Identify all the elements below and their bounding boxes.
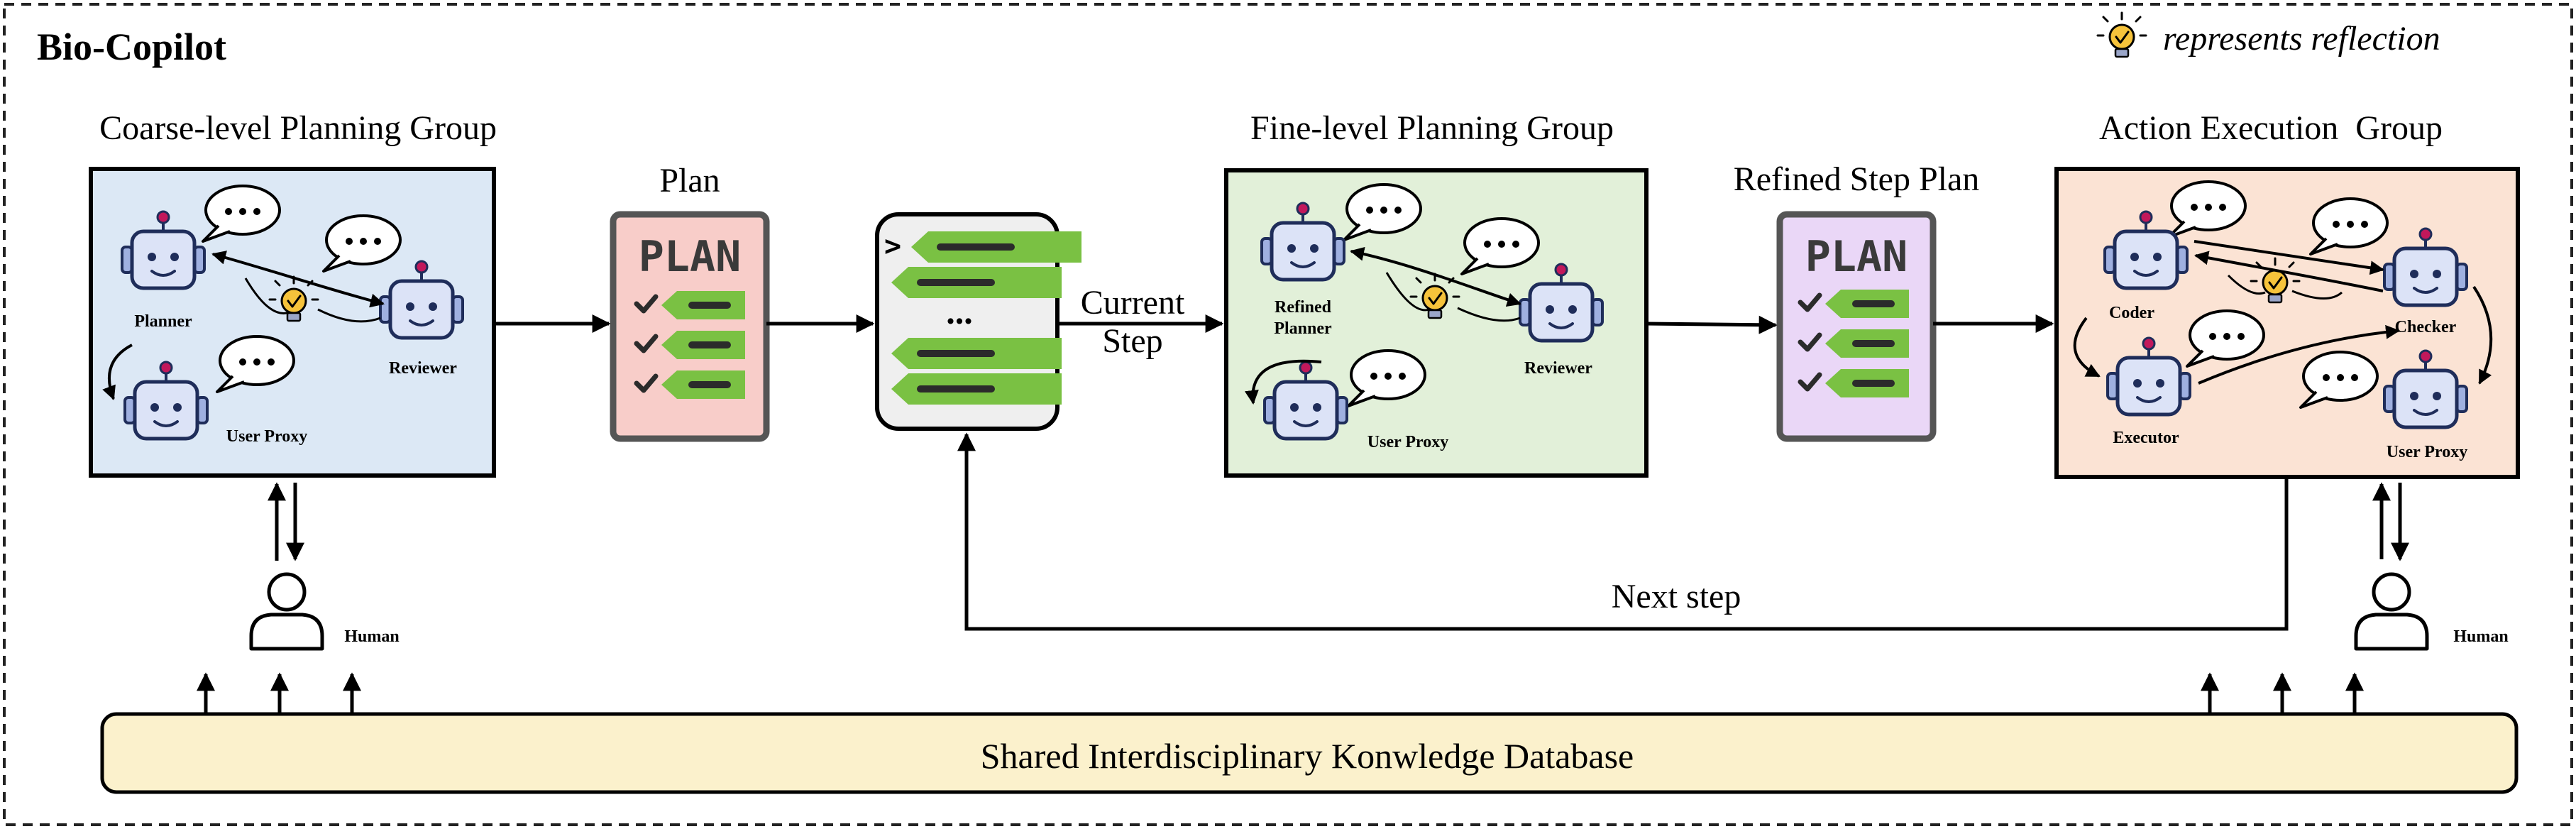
legend: represents reflection	[2096, 11, 2440, 58]
human-icon	[2356, 574, 2427, 649]
human-label-left: Human	[344, 627, 399, 646]
outer-frame	[3, 3, 2573, 826]
fine-group-label: Fine-level Planning Group	[1250, 109, 1614, 147]
refined-plan-card-title: PLAN	[1805, 232, 1908, 282]
agent-label-executor: Executor	[2113, 429, 2179, 447]
agent-label-planner: Planner	[134, 312, 192, 331]
step-list-ellipsis: ...	[946, 292, 973, 331]
next-step-loop-arrow	[957, 432, 2289, 631]
step-list-prompt: >	[884, 230, 901, 263]
diagram-title: Bio-Copilot	[37, 26, 226, 68]
plan-card-title: PLAN	[639, 232, 742, 282]
plan-label: Plan	[659, 162, 720, 199]
next-step-label: Next step	[1612, 578, 1741, 615]
database-up-arrows	[197, 672, 2364, 713]
agent-label-fine-user-proxy: User Proxy	[1367, 433, 1448, 451]
agent-label-fine-reviewer: Reviewer	[1524, 359, 1592, 378]
refined-plan-label: Refined Step Plan	[1734, 160, 1980, 198]
flow-arrows	[494, 314, 2289, 631]
legend-text: represents reflection	[2163, 20, 2440, 57]
agent-label-coder: Coder	[2109, 304, 2154, 322]
human-icon	[251, 574, 322, 649]
coarse-group-agents: Planner Reviewer User Proxy	[102, 185, 463, 446]
agent-label-reviewer: Reviewer	[389, 359, 457, 378]
human-left: Human	[251, 482, 400, 649]
human-label-right: Human	[2453, 627, 2508, 646]
agent-label-action-user-proxy: User Proxy	[2387, 443, 2467, 461]
action-group-label: Action Execution Group	[2099, 109, 2443, 147]
action-group-agents: Coder Checker Executor User Proxy	[2073, 180, 2493, 461]
human-right: Human	[2356, 482, 2509, 649]
agent-label-user-proxy: User Proxy	[226, 427, 307, 446]
agent-label-checker: Checker	[2395, 318, 2457, 336]
database-box	[100, 712, 2519, 794]
coarse-group-label: Coarse-level Planning Group	[99, 109, 497, 147]
database-label: Shared Interdisciplinary Konwledge Datab…	[981, 736, 1634, 776]
lightbulb-check-icon	[2096, 11, 2147, 58]
